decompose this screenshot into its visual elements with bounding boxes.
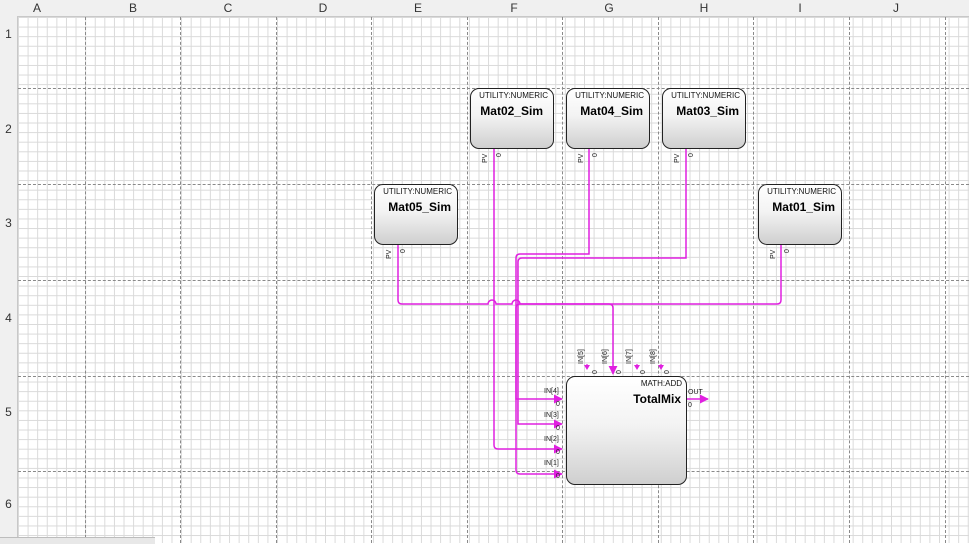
block-type: MATH:ADD xyxy=(640,379,682,388)
block-mat03-sim[interactable]: UTILITY:NUMERIC Mat03_Sim xyxy=(662,88,746,149)
column-header-g[interactable]: G xyxy=(604,1,614,15)
column-header-d[interactable]: D xyxy=(318,1,328,15)
column-header-b[interactable]: B xyxy=(128,1,137,15)
column-header-c[interactable]: C xyxy=(223,1,233,15)
out-value: 0 xyxy=(688,402,692,409)
pv-pin-value: 0 xyxy=(400,249,407,253)
block-totalmix[interactable]: MATH:ADD TotalMix xyxy=(566,376,687,485)
pv-pin-label: PV xyxy=(386,249,393,259)
pv-pin-value: 0 xyxy=(784,249,791,253)
horizontal-scrollbar[interactable] xyxy=(0,537,155,544)
column-header-h[interactable]: H xyxy=(699,1,709,15)
block-name: Mat04_Sim xyxy=(580,104,643,118)
wire-mat04-to-in4[interactable] xyxy=(515,148,590,404)
block-name: Mat02_Sim xyxy=(480,104,543,118)
block-type: UTILITY:NUMERIC xyxy=(671,91,740,100)
block-type: UTILITY:NUMERIC xyxy=(383,187,452,196)
in1-value: 0 xyxy=(556,473,560,480)
pv-pin-label: PV xyxy=(482,153,489,163)
row-header-bar: 1 2 3 4 5 6 xyxy=(0,16,18,543)
column-header-f[interactable]: F xyxy=(510,1,518,15)
block-name: Mat03_Sim xyxy=(676,104,739,118)
in8-arrow-icon xyxy=(658,365,664,370)
in5-value: 0 xyxy=(592,370,599,374)
block-mat05-sim[interactable]: UTILITY:NUMERIC Mat05_Sim xyxy=(374,184,458,245)
in1-label: IN[1] xyxy=(544,460,559,467)
wire-mat02-to-in2[interactable] xyxy=(493,148,563,454)
pv-pin-label: PV xyxy=(770,249,777,259)
in2-label: IN[2] xyxy=(544,436,559,443)
pv-pin-label: PV xyxy=(674,153,681,163)
out-label: OUT xyxy=(688,389,703,396)
block-mat04-sim[interactable]: UTILITY:NUMERIC Mat04_Sim xyxy=(566,88,650,149)
block-name: TotalMix xyxy=(633,392,681,406)
block-type: UTILITY:NUMERIC xyxy=(767,187,836,196)
column-header-j[interactable]: J xyxy=(893,1,899,15)
row-header-6[interactable]: 6 xyxy=(5,497,12,511)
row-header-4[interactable]: 4 xyxy=(5,311,12,325)
block-name: Mat05_Sim xyxy=(388,200,451,214)
block-type: UTILITY:NUMERIC xyxy=(575,91,644,100)
column-header-i[interactable]: I xyxy=(798,1,802,15)
in6-value: 0 xyxy=(616,370,623,374)
in6-arrow-icon xyxy=(584,365,590,370)
in7-arrow-icon xyxy=(634,365,640,370)
in5-label: IN[5] xyxy=(578,349,585,364)
column-header-a[interactable]: A xyxy=(32,1,41,15)
in8-label: IN[8] xyxy=(650,349,657,364)
pv-pin-label: PV xyxy=(578,153,585,163)
in2-value: 0 xyxy=(556,449,560,456)
block-name: Mat01_Sim xyxy=(772,200,835,214)
wire-mat03-to-in3[interactable] xyxy=(517,148,687,429)
in7-label: IN[7] xyxy=(626,349,633,364)
pv-pin-value: 0 xyxy=(496,153,503,157)
pv-pin-value: 0 xyxy=(592,153,599,157)
in6-label: IN[6] xyxy=(602,349,609,364)
in4-value: 0 xyxy=(556,401,560,408)
block-type: UTILITY:NUMERIC xyxy=(479,91,548,100)
row-divider xyxy=(18,471,969,472)
row-header-5[interactable]: 5 xyxy=(5,405,12,419)
in7-value: 0 xyxy=(640,370,647,374)
row-header-2[interactable]: 2 xyxy=(5,122,12,136)
wire-mat01-to-in1[interactable] xyxy=(515,244,782,479)
in8-value: 0 xyxy=(664,370,671,374)
block-mat01-sim[interactable]: UTILITY:NUMERIC Mat01_Sim xyxy=(758,184,842,245)
in4-label: IN[4] xyxy=(544,388,559,395)
in3-value: 0 xyxy=(556,425,560,432)
block-mat02-sim[interactable]: UTILITY:NUMERIC Mat02_Sim xyxy=(470,88,554,149)
row-header-1[interactable]: 1 xyxy=(5,27,12,41)
pv-pin-value: 0 xyxy=(688,153,695,157)
row-header-3[interactable]: 3 xyxy=(5,216,12,230)
column-header-bar: A B C D E F G H I J xyxy=(0,0,969,17)
column-header-e[interactable]: E xyxy=(413,1,422,15)
in3-label: IN[3] xyxy=(544,412,559,419)
